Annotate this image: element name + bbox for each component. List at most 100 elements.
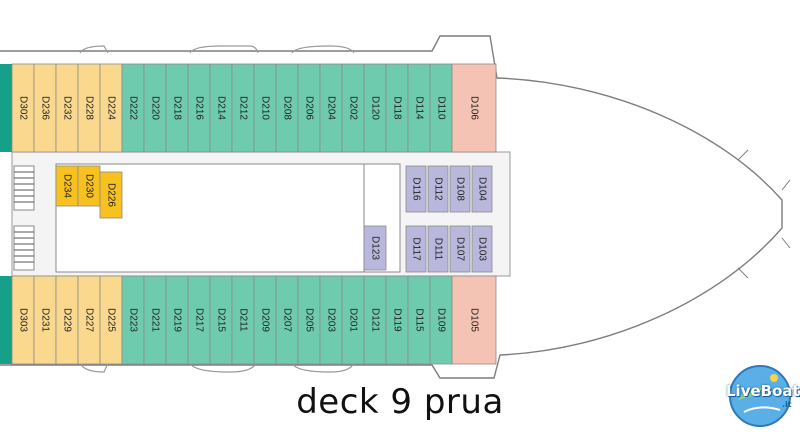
cabin-d218[interactable]: D218 — [165, 63, 189, 153]
cabin-d123[interactable]: D123 — [363, 225, 387, 271]
cabin-d204[interactable]: D204 — [319, 63, 343, 153]
cabin-d109[interactable]: D109 — [429, 275, 453, 365]
cabin-label: D217 — [194, 308, 205, 332]
cabin-label: D228 — [84, 96, 95, 120]
deck-title: deck 9 prua — [296, 382, 504, 422]
cabin-label: D234 — [62, 174, 73, 198]
cabin-label: D236 — [40, 96, 51, 120]
cabin-d214[interactable]: D214 — [209, 63, 233, 153]
cabin-label: D105 — [469, 308, 480, 332]
cabin-label: D118 — [392, 96, 403, 120]
cabin-d216[interactable]: D216 — [187, 63, 211, 153]
cabin-d121[interactable]: D121 — [363, 275, 387, 365]
cabin-d303[interactable]: D303 — [11, 275, 35, 365]
cabin-d208[interactable]: D208 — [275, 63, 299, 153]
cabin-d217[interactable]: D217 — [187, 275, 211, 365]
cabin-d232[interactable]: D232 — [55, 63, 79, 153]
cabin-label: D115 — [414, 308, 425, 332]
hull-bump-top — [291, 45, 355, 54]
cabin-d206[interactable]: D206 — [297, 63, 321, 153]
cabin-label: D212 — [238, 96, 249, 120]
cabin-label: D219 — [172, 308, 183, 332]
hull-bump-bottom — [291, 362, 355, 373]
cabin-d117[interactable]: D117 — [405, 225, 427, 273]
cabin-d210[interactable]: D210 — [253, 63, 277, 153]
bow-mark — [781, 237, 791, 249]
cabin-d119[interactable]: D119 — [385, 275, 409, 365]
cabin-d225[interactable]: D225 — [99, 275, 123, 365]
cabin-d103[interactable]: D103 — [471, 225, 493, 273]
cabin-label: D203 — [326, 308, 337, 332]
cabin-d234[interactable]: D234 — [55, 165, 79, 207]
cabin-label: D104 — [477, 177, 488, 201]
hull-bump-top — [189, 45, 259, 54]
cabin-d211[interactable]: D211 — [231, 275, 255, 365]
cabin-d108[interactable]: D108 — [449, 165, 471, 213]
cabin-label: D114 — [414, 96, 425, 120]
cabin-d219[interactable]: D219 — [165, 275, 189, 365]
cabin-label: D221 — [150, 308, 161, 332]
cabin-d107[interactable]: D107 — [449, 225, 471, 273]
cabin-label: D117 — [411, 237, 422, 261]
cabin-d222[interactable]: D222 — [121, 63, 145, 153]
edge-strip-top — [0, 64, 12, 152]
edge-strip-bottom — [0, 276, 12, 364]
cabin-d229[interactable]: D229 — [55, 275, 79, 365]
cabin-d201[interactable]: D201 — [341, 275, 365, 365]
cabin-d120[interactable]: D120 — [363, 63, 387, 153]
cabin-label: D111 — [433, 238, 444, 261]
cabin-d116[interactable]: D116 — [405, 165, 427, 213]
cabin-d202[interactable]: D202 — [341, 63, 365, 153]
cabin-label: D205 — [304, 308, 315, 332]
cabin-label: D232 — [62, 96, 73, 120]
cabin-d104[interactable]: D104 — [471, 165, 493, 213]
cabin-label: D231 — [40, 308, 51, 332]
cabin-label: D224 — [106, 96, 117, 120]
cabin-label: D220 — [150, 96, 161, 120]
cabin-label: D107 — [455, 237, 466, 261]
cabin-d231[interactable]: D231 — [33, 275, 57, 365]
cabin-label: D120 — [370, 96, 381, 120]
cabin-d207[interactable]: D207 — [275, 275, 299, 365]
cabin-label: D109 — [436, 308, 447, 332]
cabin-label: D223 — [128, 308, 139, 332]
cabin-label: D121 — [370, 308, 381, 332]
cabin-d236[interactable]: D236 — [33, 63, 57, 153]
cabin-d111[interactable]: D111 — [427, 225, 449, 273]
cabin-d223[interactable]: D223 — [121, 275, 145, 365]
cabin-d212[interactable]: D212 — [231, 63, 255, 153]
cabin-label: D210 — [260, 96, 271, 120]
cabin-label: D226 — [106, 183, 117, 207]
cabin-d215[interactable]: D215 — [209, 275, 233, 365]
cabin-label: D302 — [18, 96, 29, 120]
cabin-label: D110 — [436, 96, 447, 120]
cabin-d106[interactable]: D106 — [451, 63, 497, 153]
cabin-d228[interactable]: D228 — [77, 63, 101, 153]
cabin-label: D303 — [18, 308, 29, 332]
cabin-d203[interactable]: D203 — [319, 275, 343, 365]
cabin-d221[interactable]: D221 — [143, 275, 167, 365]
cabin-d105[interactable]: D105 — [451, 275, 497, 365]
liveboat-logo — [729, 365, 791, 427]
hull-bump-bottom — [189, 362, 257, 373]
cabin-d110[interactable]: D110 — [429, 63, 453, 153]
cabin-d209[interactable]: D209 — [253, 275, 277, 365]
cabin-d302[interactable]: D302 — [11, 63, 35, 153]
cabin-label: D103 — [477, 237, 488, 261]
cabin-label: D108 — [455, 177, 466, 201]
cabin-d227[interactable]: D227 — [77, 275, 101, 365]
cabin-d118[interactable]: D118 — [385, 63, 409, 153]
cabin-d115[interactable]: D115 — [407, 275, 431, 365]
cabin-d226[interactable]: D226 — [99, 171, 123, 219]
cabin-d230[interactable]: D230 — [77, 165, 101, 207]
cabin-label: D230 — [84, 174, 95, 198]
cabin-d114[interactable]: D114 — [407, 63, 431, 153]
cabin-d112[interactable]: D112 — [427, 165, 449, 213]
cabin-d224[interactable]: D224 — [99, 63, 123, 153]
logo-text: LiveBoat — [726, 382, 800, 400]
cabin-d220[interactable]: D220 — [143, 63, 167, 153]
cabin-d205[interactable]: D205 — [297, 275, 321, 365]
cabin-label: D208 — [282, 96, 293, 120]
cabin-label: D229 — [62, 308, 73, 332]
